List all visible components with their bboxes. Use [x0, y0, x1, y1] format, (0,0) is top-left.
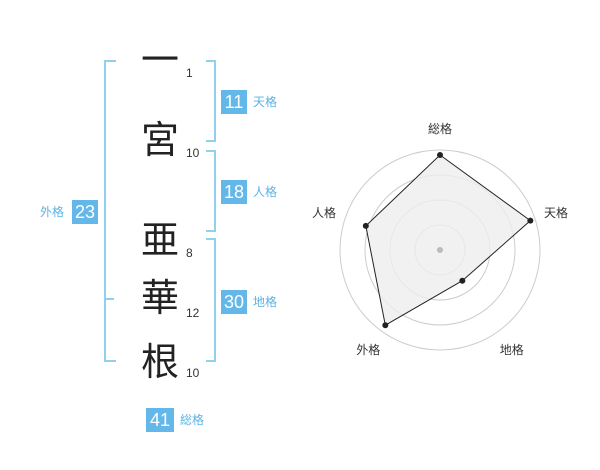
radar-value-polygon: [365, 154, 532, 327]
radar-point: [459, 277, 466, 284]
radar-point: [362, 222, 369, 229]
stroke-count-1: 1: [186, 66, 193, 80]
radar-axis-label-jinkaku: 人格: [311, 206, 336, 221]
radar-point: [437, 152, 443, 158]
soukaku-label: 総格: [180, 413, 205, 427]
radar-point: [527, 217, 534, 224]
stroke-count-5: 10: [186, 366, 200, 380]
name-char-1: 一: [140, 38, 179, 82]
soukaku-value-badge: 41: [146, 408, 174, 432]
radar-point: [382, 322, 389, 329]
name-char-2: 宮: [140, 118, 179, 162]
jinkaku-value-badge: 18: [221, 180, 247, 204]
jinkaku-label: 人格: [253, 185, 278, 199]
gaikaku-bracket: [104, 60, 116, 362]
jinkaku-bracket: [206, 150, 216, 232]
name-char-4: 華: [140, 276, 179, 320]
chikaku-value-badge: 30: [221, 290, 247, 314]
radar-grid-ring: [339, 149, 541, 351]
name-char-3: 亜: [140, 218, 179, 262]
chikaku-bracket: [206, 238, 216, 362]
tenkaku-value-badge: 11: [221, 90, 247, 114]
radar-center-dot: [437, 247, 443, 253]
radar-axis-label-tenkaku: 天格: [544, 206, 569, 221]
gaikaku-value-badge: 23: [72, 200, 98, 224]
radar-axis-label-soukaku: 総格: [428, 122, 453, 136]
chikaku-label: 地格: [253, 295, 278, 309]
radar-axis-label-chikaku: 地格: [499, 342, 524, 357]
gaikaku-label: 外格: [40, 205, 65, 219]
tenkaku-label: 天格: [253, 95, 278, 109]
gaikaku-bracket-tick: [104, 298, 114, 300]
stroke-count-4: 12: [186, 306, 200, 320]
radar-axis-label-gaikaku: 外格: [356, 342, 381, 357]
stroke-count-2: 10: [186, 146, 200, 160]
tenkaku-bracket: [206, 60, 216, 142]
stroke-count-3: 8: [186, 246, 193, 260]
name-char-5: 根: [140, 340, 179, 384]
